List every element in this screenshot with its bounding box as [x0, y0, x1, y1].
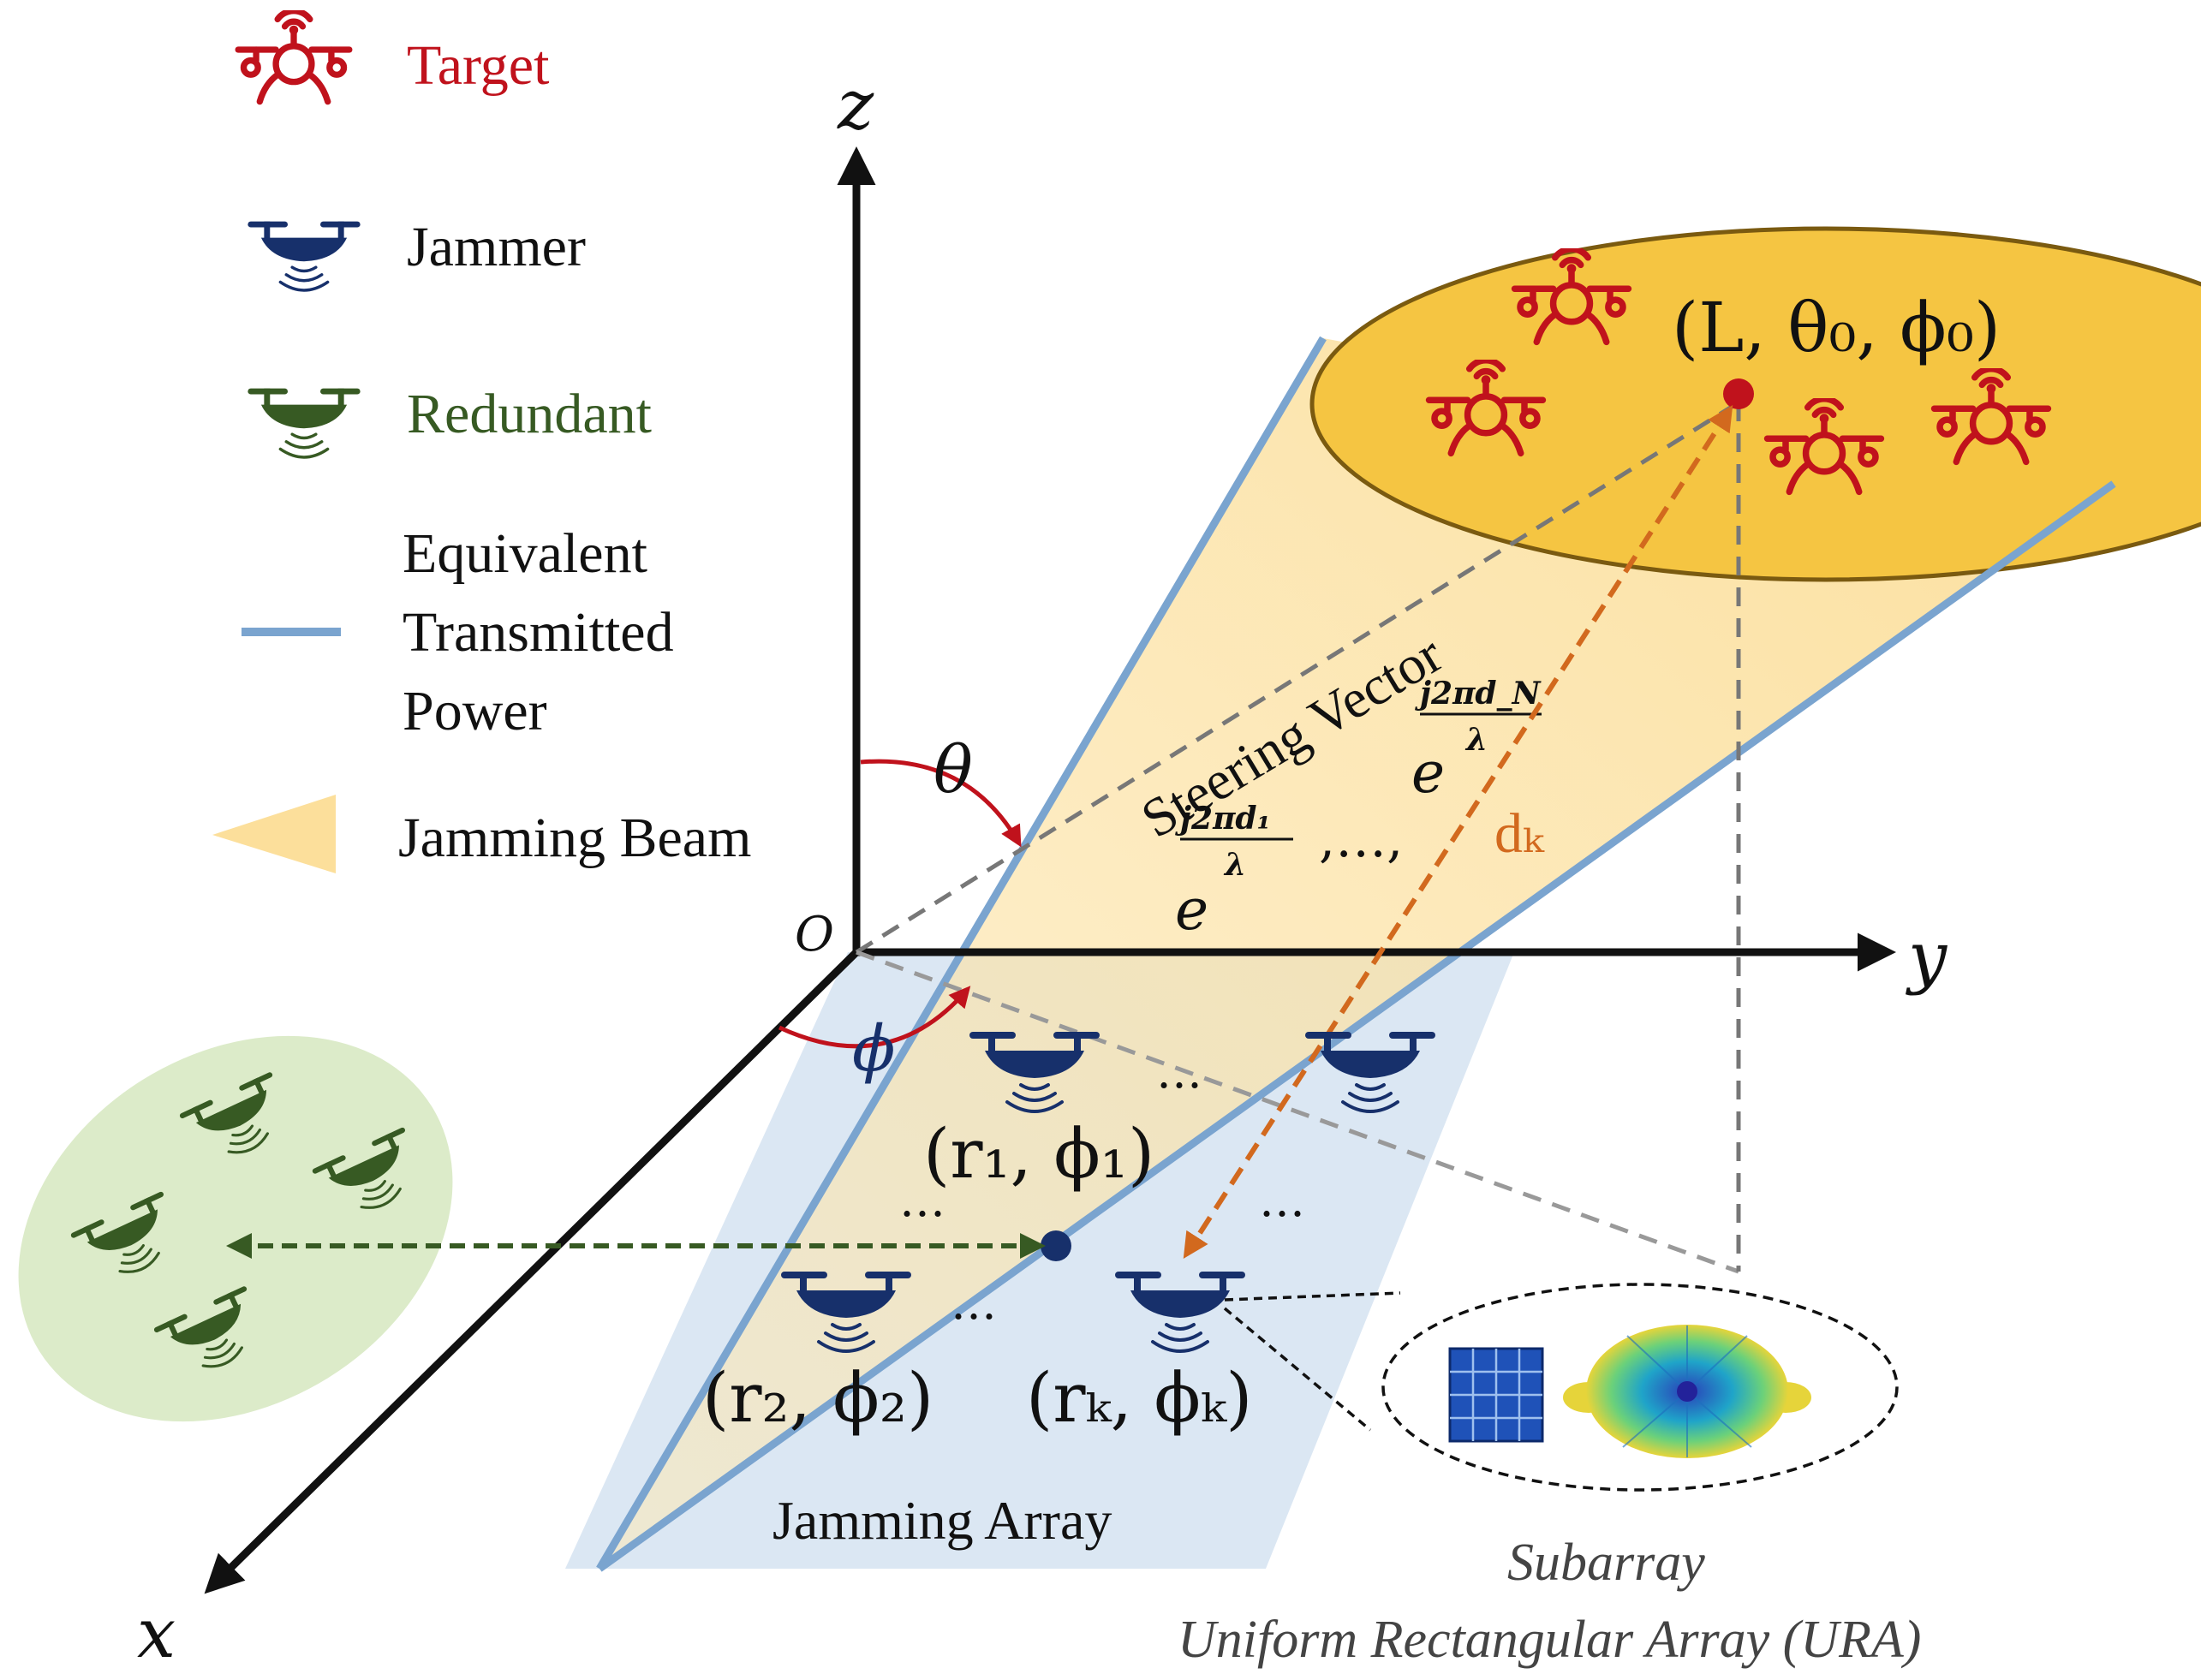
subarray-label: Subarray: [1507, 1534, 1705, 1592]
dk-label: dₖ: [1494, 802, 1545, 865]
legend-beam-label: Jamming Beam: [398, 807, 751, 869]
ura-grid-icon: [1448, 1347, 1544, 1443]
subarray-callout-line-2: [1223, 1307, 1372, 1432]
theta-arc: [860, 759, 1022, 848]
legend-target-drone-icon: [238, 11, 349, 102]
jamming-array-label: Jamming Array: [772, 1490, 1112, 1551]
legend-target-label: Target: [407, 34, 549, 97]
dk-distance-arrow: [1183, 404, 1733, 1260]
jammer-k-label: (rₖ, ϕₖ): [1026, 1358, 1252, 1438]
legend-power-line2: Transmitted: [403, 601, 674, 664]
steering-exp1: j2πd₁: [1175, 801, 1270, 837]
legend-beam-icon: [212, 795, 336, 873]
legend-power-line3: Power: [403, 680, 547, 742]
steering-lambda-2: λ: [1464, 722, 1488, 758]
legend-redundant-label: Redundant: [407, 383, 652, 445]
x-axis: [204, 949, 860, 1594]
legend-jammer-label: Jammer: [407, 216, 586, 278]
steering-dots: ,…,: [1319, 809, 1403, 869]
radiation-pattern-icon: [1563, 1325, 1811, 1458]
steering-e1: e: [1175, 877, 1208, 943]
phi-label: ϕ: [852, 1012, 895, 1086]
dots-row2: …: [951, 1276, 997, 1330]
legend-redundant-drone-icon: [246, 386, 362, 459]
dots-right: …: [1259, 1173, 1305, 1227]
dots-row1: …: [1156, 1045, 1202, 1099]
ura-label: Uniform Rectangular Array (URA): [1178, 1611, 1921, 1669]
steering-e2: e: [1411, 740, 1445, 806]
steering-expN: j2πd_N: [1415, 676, 1542, 712]
legend-power-line1: Equivalent: [403, 522, 647, 585]
jammer-2-label: (r₂, ϕ₂): [702, 1358, 933, 1438]
x-axis-label: x: [137, 1594, 176, 1673]
y-axis-label: y: [1906, 917, 1948, 997]
theta-label: θ: [933, 731, 973, 807]
origin-label: O: [795, 907, 834, 962]
steering-lambda-1: λ: [1223, 847, 1246, 883]
phi-arc: [778, 986, 971, 1049]
jammer-1-label: (r₁, ϕ₁): [923, 1114, 1154, 1194]
target-point-label: (L, θ₀, ϕ₀): [1672, 288, 2001, 367]
array-center-point: [1041, 1230, 1071, 1261]
subarray-callout-line-1: [1224, 1291, 1401, 1302]
redundant-region-ellipse: [18, 1035, 453, 1422]
z-axis-label: z: [837, 65, 874, 145]
target-center-point: [1723, 378, 1754, 409]
dots-left: …: [899, 1173, 945, 1227]
legend-jammer-drone-icon: [246, 219, 362, 292]
